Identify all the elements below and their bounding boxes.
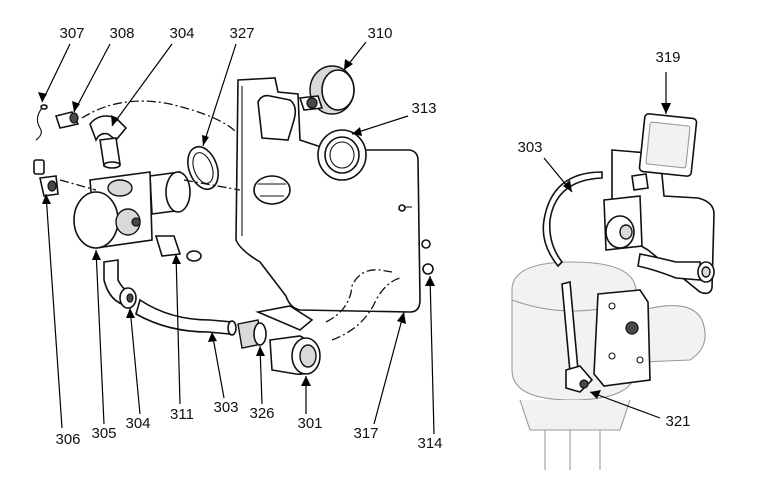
callout-308: 308	[109, 25, 134, 42]
callout-303-right: 303	[517, 139, 542, 156]
callout-311: 311	[170, 406, 194, 423]
air-path-line-2	[59, 179, 97, 191]
panel-nut	[317, 129, 367, 181]
elbow-fitting-bottom	[103, 259, 137, 309]
air-path-line-5	[331, 277, 401, 341]
callout-317: 317	[353, 425, 378, 442]
callout-319: 319	[655, 49, 680, 66]
callout-327: 327	[229, 25, 254, 42]
air-regulator	[73, 171, 191, 249]
callout-304-bottom: 304	[125, 415, 150, 432]
air-path-line-1	[81, 100, 237, 133]
safety-pin	[154, 235, 202, 262]
fitting-306	[33, 159, 59, 197]
pressure-gauge	[298, 65, 355, 115]
assembled-pump-view	[511, 113, 715, 470]
air-hose	[135, 298, 233, 335]
air-path-line-4	[325, 269, 393, 323]
callout-305: 305	[91, 425, 116, 442]
fitting-326	[237, 319, 267, 349]
callout-306: 306	[55, 431, 80, 448]
callout-310: 310	[367, 25, 392, 42]
tube-307-end	[40, 104, 48, 110]
callout-326: 326	[249, 405, 274, 422]
callout-307: 307	[59, 25, 84, 42]
elbow-fitting-top	[89, 115, 128, 169]
air-path-line-3	[183, 179, 241, 191]
callout-301: 301	[297, 415, 322, 432]
callout-314: 314	[417, 435, 442, 452]
tube-307	[35, 107, 43, 141]
callout-304-top: 304	[169, 25, 194, 42]
hose-end	[227, 320, 237, 336]
callout-labels: 307 308 304 327 310 313 319 303 306 305 …	[55, 25, 690, 452]
callout-313: 313	[411, 100, 436, 117]
mounting-bracket	[235, 77, 434, 313]
fitting-308	[54, 111, 80, 129]
callout-303-left: 303	[213, 399, 238, 416]
leader-arrowheads	[38, 59, 671, 399]
ball-valve	[255, 305, 321, 376]
callout-321: 321	[665, 413, 690, 430]
snap-ring	[187, 145, 219, 191]
